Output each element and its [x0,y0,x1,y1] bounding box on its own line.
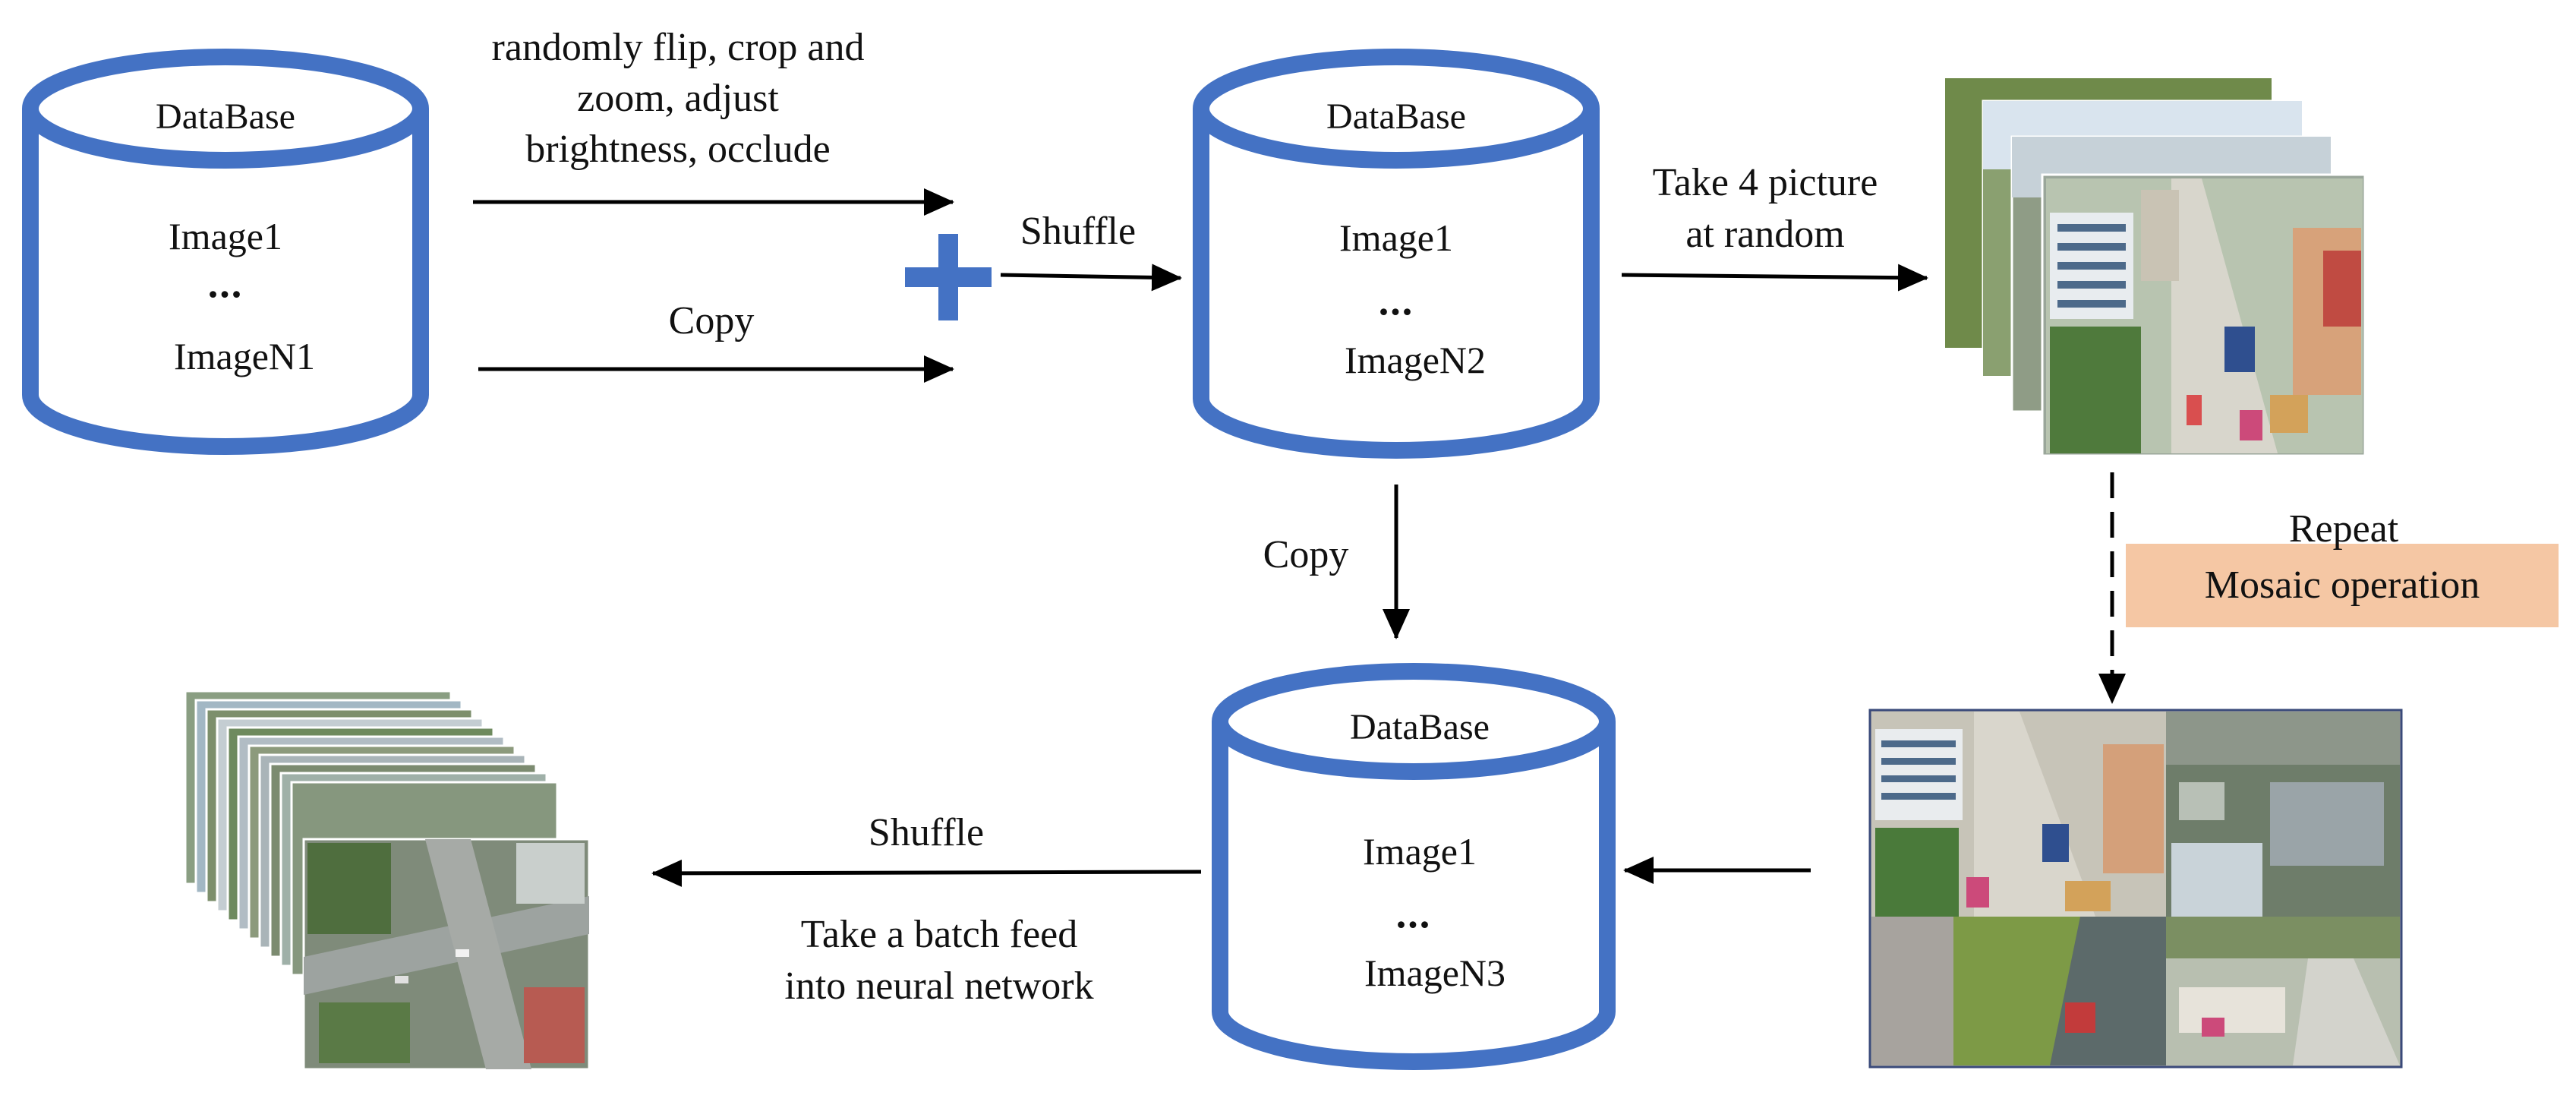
db2-first-item: Image1 [1339,216,1453,259]
copy-label-down: Copy [1263,533,1349,576]
batch-label-line1: Take a batch feed [800,913,1078,956]
db2-last-item: ImageN2 [1344,339,1487,381]
db3-last-item: ImageN3 [1364,952,1506,994]
batch-photo-stack-icon [184,690,591,1071]
shuffle-label-top: Shuffle [1020,210,1137,253]
repeat-label: Repeat [2288,507,2399,551]
batch-label-line2: into neural network [784,964,1094,1008]
db2-title: DataBase [1326,96,1466,137]
db3-first-item: Image1 [1363,830,1477,873]
mosaic-operation-box [2126,544,2559,627]
augment-label-line1: randomly flip, crop and [491,26,865,69]
db3-ellipsis: ... [1395,891,1432,936]
database-cylinder-3 [1212,663,1616,1070]
copy-label-top: Copy [668,299,755,343]
take-random-label-line1: Take 4 picture [1652,161,1878,204]
database-cylinder-1 [22,49,429,455]
shuffle-arrow-top [1000,264,1182,292]
augment-label-line2: zoom, adjust [577,77,779,120]
database-cylinder-2 [1193,49,1600,459]
shuffle-label-bottom: Shuffle [868,811,985,854]
batch-arrow [651,859,1202,887]
db1-first-item: Image1 [169,215,282,257]
augment-label-line3: brightness, occlude [525,128,831,171]
plus-icon [905,234,992,320]
db3-title: DataBase [1350,707,1490,747]
db2-ellipsis: ... [1378,278,1414,324]
mosaic-operation-label: Mosaic operation [2204,563,2480,607]
take-random-label-line2: at random [1685,213,1845,256]
db1-last-item: ImageN1 [173,335,316,377]
mosaic-image-icon [1868,709,2403,1069]
db1-title: DataBase [156,96,295,137]
db1-ellipsis: ... [207,260,244,306]
take-random-arrow [1621,264,1928,292]
aerial-photo-stack-icon [1945,78,2366,457]
